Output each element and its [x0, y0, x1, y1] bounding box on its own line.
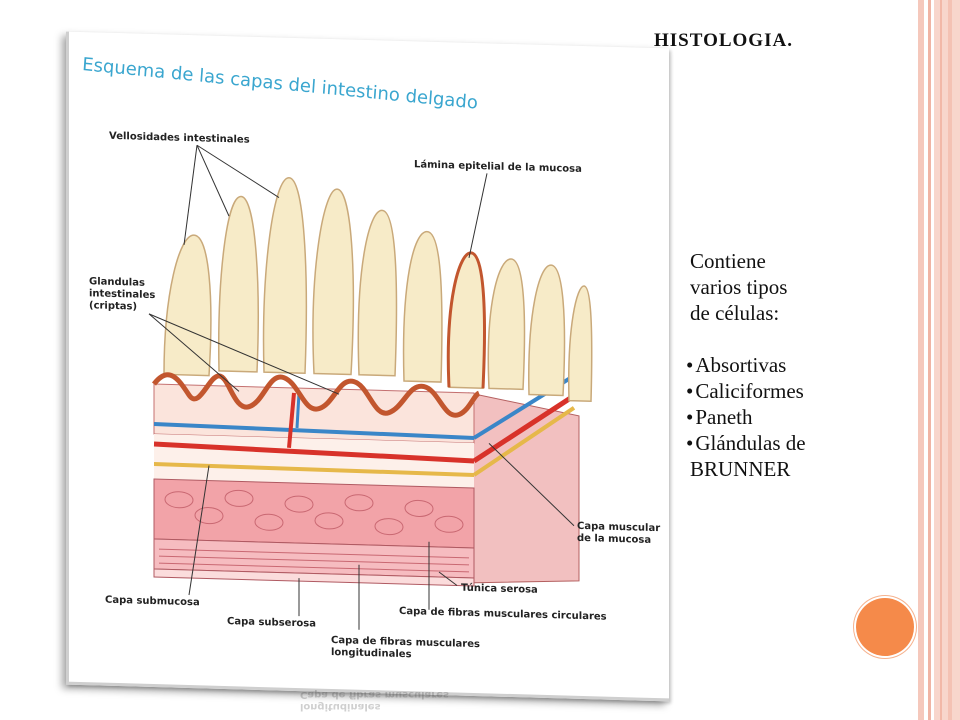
intro-text: Contiene varios tipos de células:: [690, 249, 788, 325]
list-item-text: Glándulas de BRUNNER: [690, 431, 806, 481]
list-item: •Absortivas: [686, 352, 890, 378]
bullet-icon: •: [686, 405, 694, 429]
bullet-icon: •: [686, 431, 694, 455]
list-item: •Caliciformes: [686, 378, 890, 404]
intestine-diagram: Esquema de las capas del intestino delga…: [66, 31, 669, 702]
stripe: [948, 0, 952, 720]
bullet-icon: •: [686, 379, 694, 403]
reflection-line: Capa de fibras musculares: [300, 689, 449, 700]
label-serosa: Túnica serosa: [461, 582, 538, 596]
accent-circle: [856, 598, 914, 656]
label-muscularis-mucosa: Capa muscular de la mucosa: [577, 521, 660, 547]
label-line: de la mucosa: [577, 532, 652, 546]
stripe: [934, 0, 960, 720]
cell-type-list: •Absortivas •Caliciformes •Paneth •Glánd…: [686, 352, 890, 482]
label-glands-line: (criptas): [89, 300, 138, 313]
list-item-text: Paneth: [695, 405, 753, 429]
intestine-illustration: [148, 144, 593, 630]
bullet-icon: •: [686, 353, 694, 377]
list-item-text: Absortivas: [695, 353, 787, 377]
reflection-text: longitudinales Capa de fibras musculares: [300, 688, 600, 712]
decorative-stripes: [918, 0, 960, 720]
label-glands: Glandulas intestinales (criptas): [89, 276, 155, 314]
list-item-text: Caliciformes: [695, 379, 804, 403]
list-item: •Glándulas de BRUNNER: [686, 430, 890, 482]
stripe: [940, 0, 942, 720]
list-item: •Paneth: [686, 404, 890, 430]
label-subserosa: Capa subserosa: [227, 616, 316, 630]
slide-body: Contiene varios tipos de células: •Absor…: [686, 248, 890, 482]
stripe: [928, 0, 931, 720]
label-longitudinal-muscle: Capa de fibras musculares longitudinales: [331, 635, 480, 663]
stripe: [918, 0, 924, 720]
figure-reflection: longitudinales Capa de fibras musculares: [300, 688, 600, 720]
reflection-line: longitudinales: [300, 701, 381, 712]
slide-title: HISTOLOGIA.: [654, 30, 793, 51]
